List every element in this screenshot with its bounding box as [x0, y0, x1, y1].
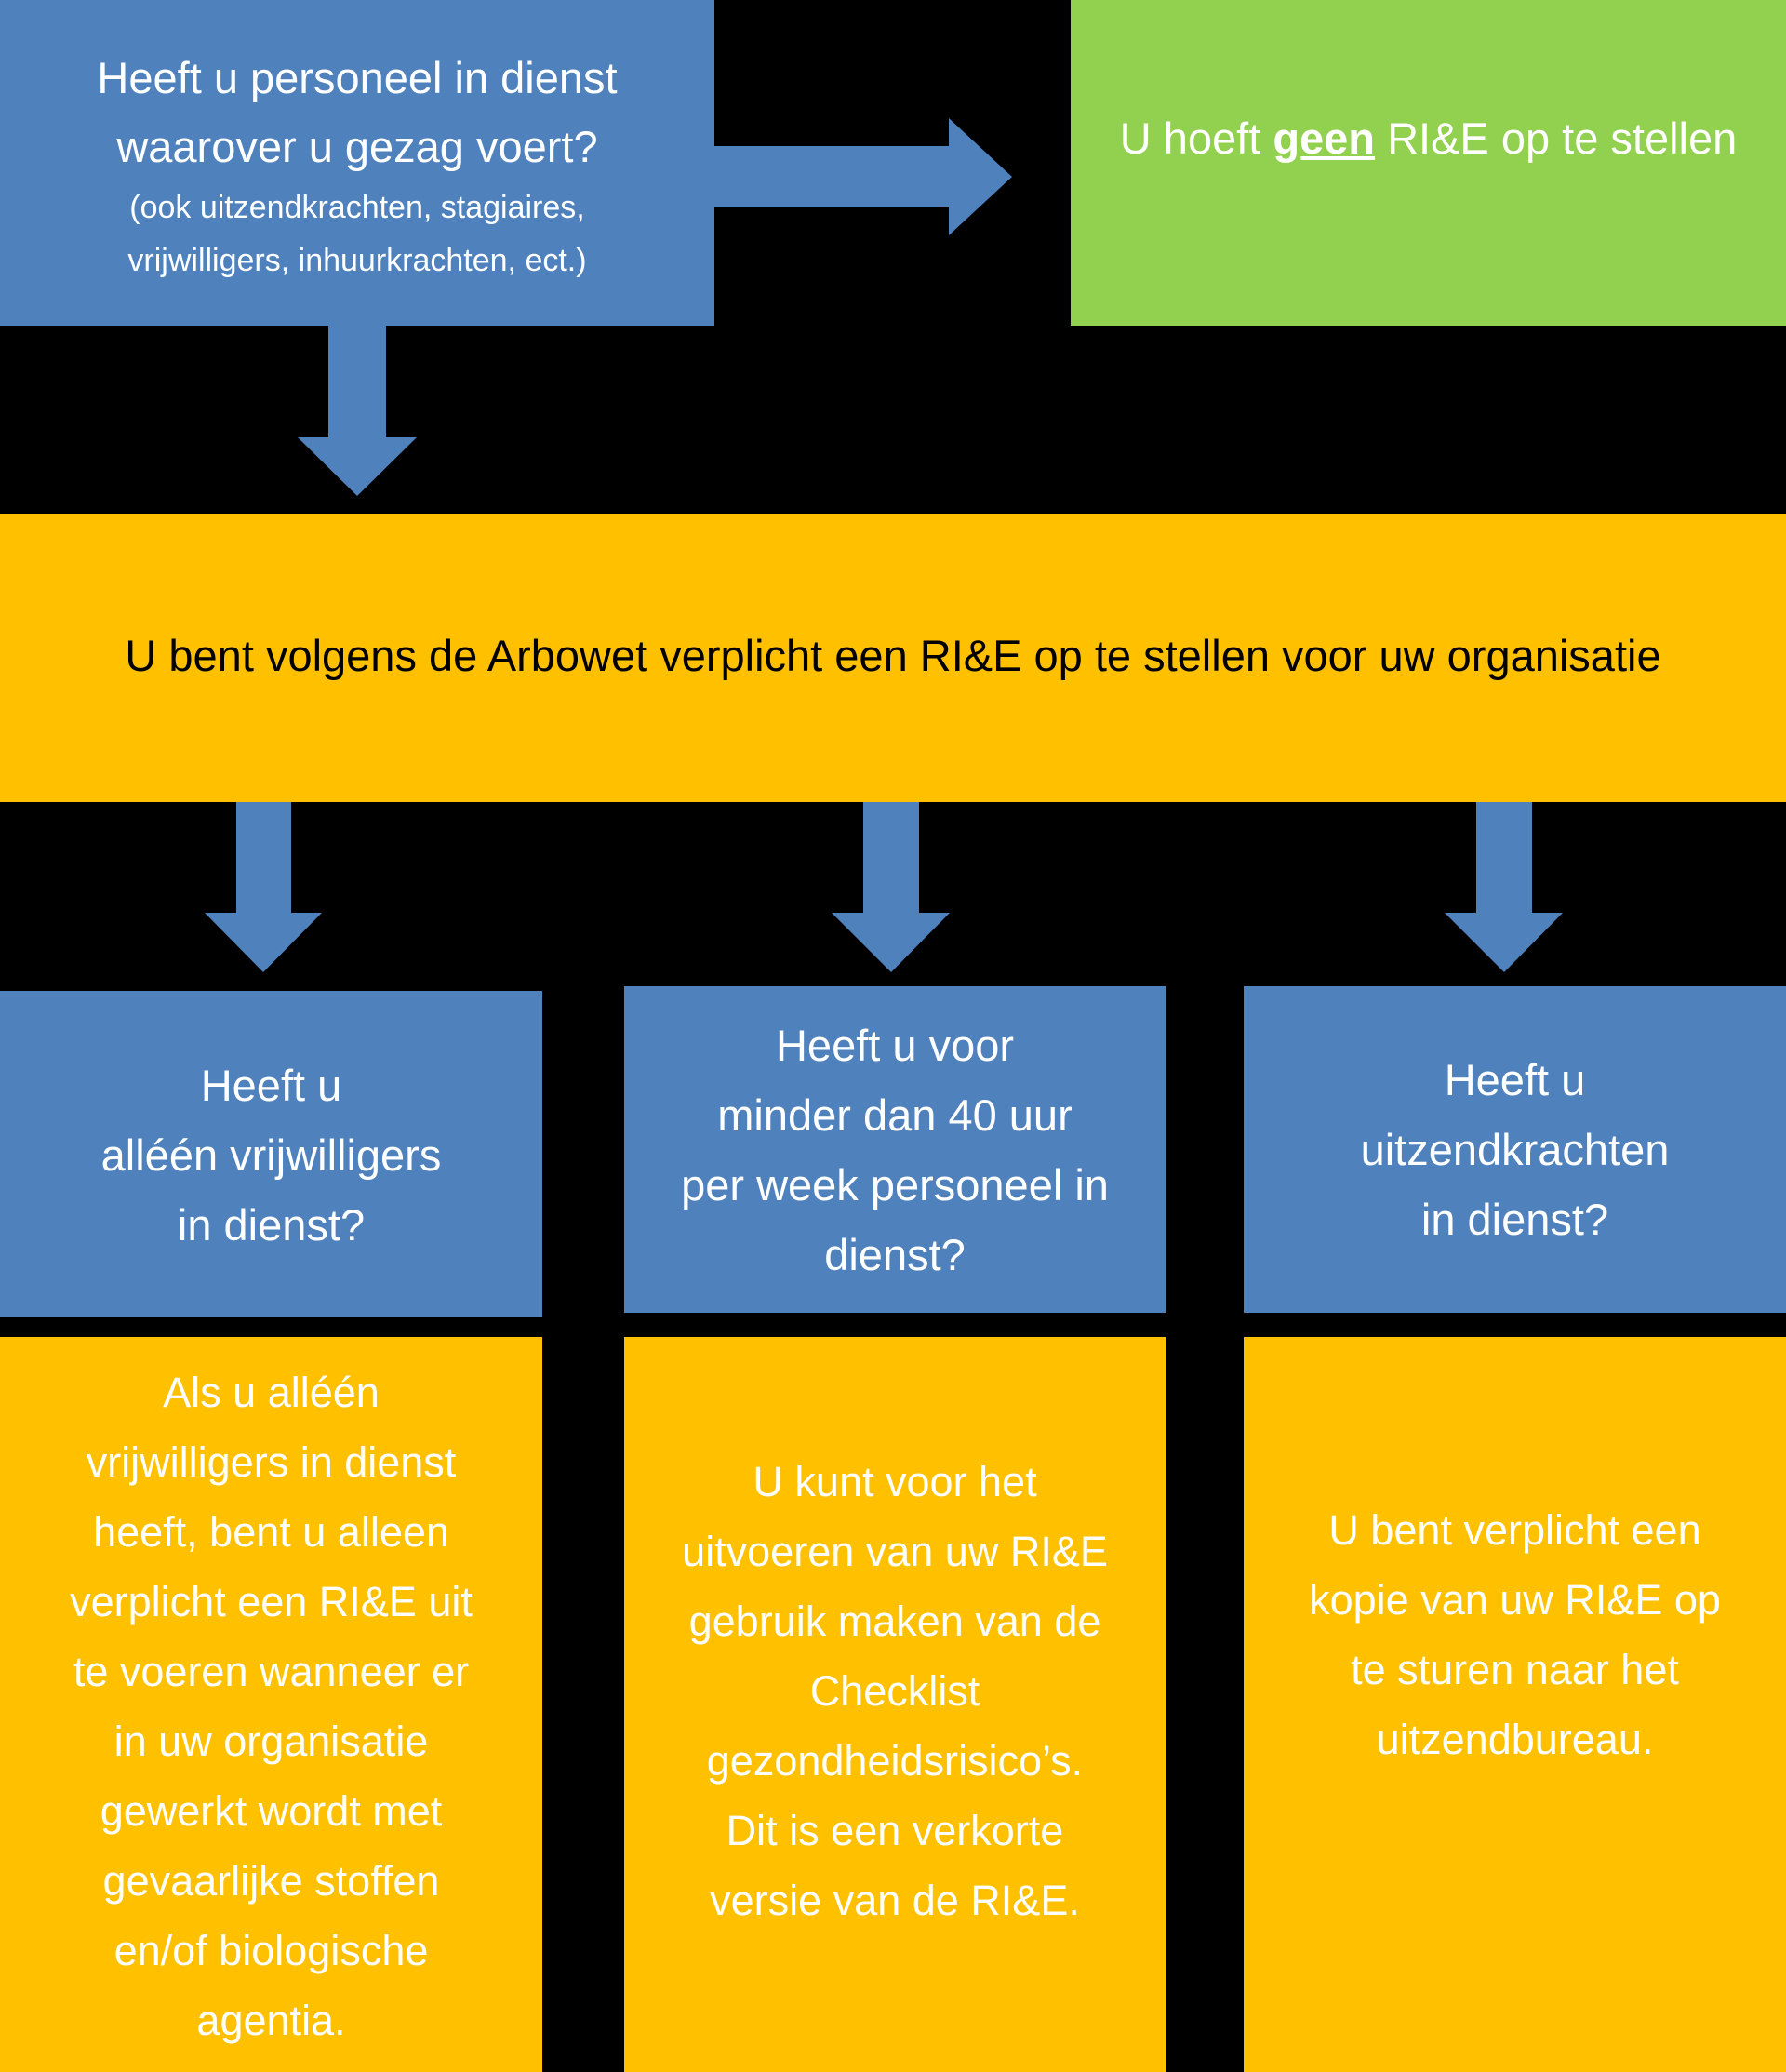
question-line: in dienst?: [1420, 1195, 1609, 1244]
answer-line: heeft, bent u alleen: [93, 1508, 449, 1556]
answer-line: te sturen naar het: [1351, 1646, 1679, 1693]
answer-line: gewerkt wordt met: [100, 1787, 443, 1835]
start-question-note-line: vrijwilligers, inhuurkrachten, ect.): [127, 243, 587, 278]
answer-line: U bent verplicht een: [1328, 1506, 1701, 1554]
no-rie-box: U hoeft geen RI&E op te stellen: [1071, 0, 1786, 326]
no-rie-emphasis: geen: [1273, 113, 1376, 163]
answer-line: gevaarlijke stoffen: [102, 1857, 440, 1905]
answer-line: Checklist: [809, 1666, 980, 1715]
answer-line: U kunt voor het: [753, 1457, 1037, 1505]
no-rie-text: U hoeft geen RI&E op te stellen: [1120, 113, 1738, 164]
start-question-text: Heeft u personeel in dienst waarover u g…: [97, 44, 617, 181]
answer-line: Dit is een verkorte: [726, 1806, 1064, 1854]
arrow-down-col3: [1445, 802, 1563, 972]
answer-line: uitvoeren van uw RI&E: [682, 1527, 1108, 1575]
answer-line: in uw organisatie: [113, 1718, 429, 1765]
answer-line: Als u alléén: [163, 1369, 380, 1416]
question-line: Heeft u: [1444, 1055, 1586, 1104]
answer-line: verplicht een RI&E uit: [70, 1578, 473, 1625]
question-line: per week personeel in: [681, 1159, 1109, 1210]
answer-line: gebruik maken van de: [688, 1597, 1101, 1645]
answer-line: agentia.: [196, 1997, 346, 2044]
answer-volunteers-box: Als u alléén vrijwilligers in dienst hee…: [0, 1337, 542, 2072]
answer-line: en/of biologische: [113, 1927, 429, 1974]
arrow-right: [714, 118, 1012, 235]
question-line: minder dan 40 uur: [717, 1089, 1073, 1140]
start-question-line: Heeft u personeel in dienst: [97, 53, 618, 102]
answer-line: gezondheidsrisico’s.: [706, 1736, 1084, 1785]
answer-line: te voeren wanneer er: [73, 1648, 470, 1695]
question-volunteers-box: Heeft u alléén vrijwilligers in dienst?: [0, 991, 542, 1317]
arrow-down-col1: [205, 802, 322, 972]
answer-hours-box: U kunt voor het uitvoeren van uw RI&E ge…: [624, 1337, 1166, 2072]
question-line: uitzendkrachten: [1360, 1125, 1670, 1174]
answer-line: versie van de RI&E.: [710, 1876, 1080, 1924]
start-question-line: waarover u gezag voert?: [116, 122, 598, 171]
no-rie-text-before: U hoeft: [1119, 113, 1273, 163]
obligation-text: U bent volgens de Arbowet verplicht een …: [125, 630, 1661, 680]
obligation-box: U bent volgens de Arbowet verplicht een …: [0, 514, 1786, 802]
question-line: in dienst?: [177, 1200, 366, 1250]
start-question-note-line: (ook uitzendkrachten, stagiaires,: [129, 190, 585, 225]
question-temp-workers-box: Heeft u uitzendkrachten in dienst?: [1244, 986, 1786, 1313]
arrow-down-col2: [832, 802, 950, 972]
question-hours-box: Heeft u voor minder dan 40 uur per week …: [624, 986, 1166, 1313]
no-rie-text-after: RI&E op te stellen: [1375, 113, 1738, 163]
question-line: alléén vrijwilligers: [100, 1130, 442, 1180]
question-line: dienst?: [824, 1229, 966, 1279]
answer-line: uitzendbureau.: [1376, 1716, 1654, 1763]
answer-temp-workers-box: U bent verplicht een kopie van uw RI&E o…: [1244, 1337, 1786, 2072]
arrow-down-start: [298, 326, 417, 496]
answer-line: vrijwilligers in dienst: [86, 1438, 457, 1486]
start-question-box: Heeft u personeel in dienst waarover u g…: [0, 0, 714, 326]
question-line: Heeft u voor: [775, 1020, 1015, 1070]
answer-line: kopie van uw RI&E op: [1309, 1576, 1721, 1624]
start-question-note: (ook uitzendkrachten, stagiaires, vrijwi…: [127, 181, 586, 287]
question-line: Heeft u: [200, 1061, 342, 1110]
